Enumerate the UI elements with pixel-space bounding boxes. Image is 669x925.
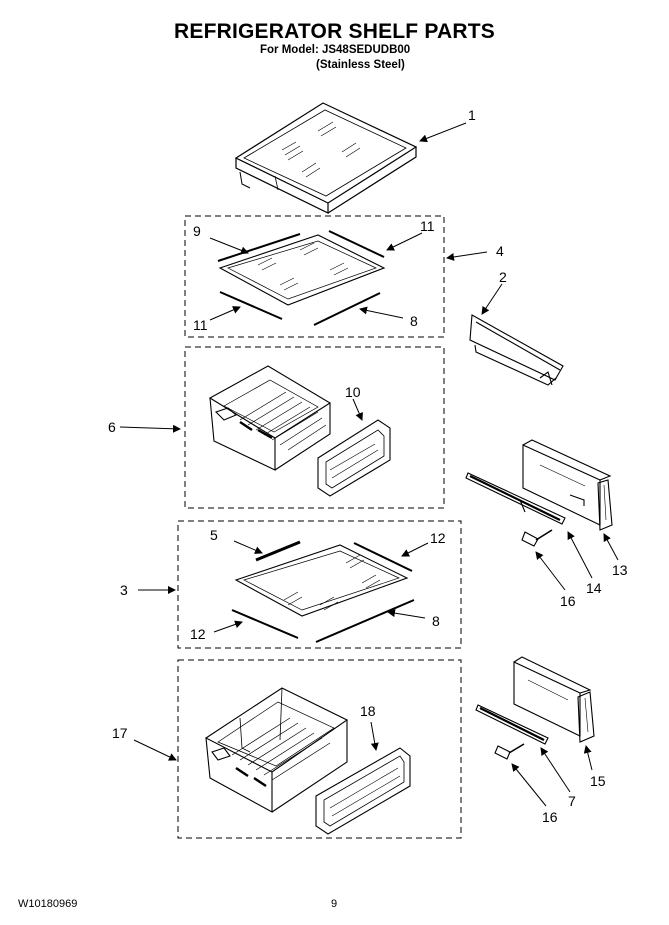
finish-line: (Stainless Steel) [316,59,405,71]
callout-11-lower: 11 [193,317,208,333]
glass-shelf-part-1 [234,102,418,214]
crisper-drawer-part-6 [208,365,332,471]
callout-18: 18 [360,703,376,719]
callout-5: 5 [210,527,218,543]
group-box-lower-shelf [177,520,462,649]
callout-1: 1 [468,107,476,123]
callout-4: 4 [496,243,504,259]
pantry-drawer-part-17 [204,687,349,813]
drawer-front-part-18 [315,747,411,835]
callout-14: 14 [586,580,602,596]
callout-12-upper: 12 [430,530,446,546]
slide-rail-part-7 [475,704,549,745]
drawer-front-part-10 [317,419,391,497]
callout-11-upper: 11 [420,218,435,234]
callout-17: 17 [112,725,128,741]
group-box-crisper-drawer [184,346,445,509]
page-number: 9 [331,898,338,910]
page-title: REFRIGERATOR SHELF PARTS [174,20,495,43]
slide-rail-part-14 [465,472,566,525]
callout-7: 7 [568,793,576,809]
screw-part-16-lower [494,743,525,760]
callout-16-lower: 16 [542,809,558,825]
drawer-slide-part-15 [513,656,595,743]
callout-9: 9 [193,223,201,239]
callout-8-upper: 8 [410,313,418,329]
callout-6: 6 [108,419,116,435]
group-box-shelf-assembly [184,215,445,338]
cover-part-2 [469,314,564,386]
callout-3: 3 [120,582,128,598]
document-number: W10180969 [18,898,78,910]
callout-2: 2 [499,269,507,285]
screw-part-16-upper [521,529,553,547]
callout-10: 10 [345,384,361,400]
drawer-slide-part-13 [522,439,613,531]
callout-12-lower: 12 [190,626,206,642]
callout-15: 15 [590,773,606,789]
shelf-assembly-part-4 [217,230,386,326]
callout-16-upper: 16 [560,593,576,609]
callout-8-lower: 8 [432,613,440,629]
shelf-assembly-part-3 [231,540,415,643]
callout-13: 13 [612,562,628,578]
group-box-pantry-drawer [177,659,462,839]
model-line: For Model: JS48SEDUDB00 [260,44,411,56]
